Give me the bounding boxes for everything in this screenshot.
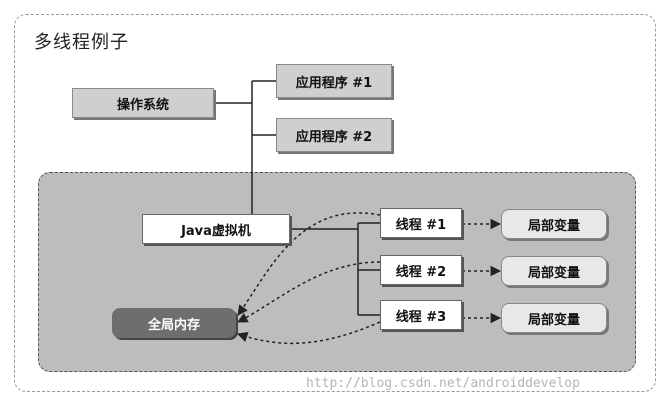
jvm-box: Java虚拟机 [142,214,290,244]
os-box: 操作系统 [72,88,214,118]
thread2-box: 线程 #2 [380,255,462,285]
thread1-memory-arrow [237,212,381,316]
global-memory-box: 全局内存 [112,308,236,338]
app2-box: 应用程序 #2 [276,118,392,152]
outer-frame [14,14,656,392]
thread3-box: 线程 #3 [380,300,462,330]
watermark-text: http://blog.csdn.net/androiddevelop [306,376,580,391]
app1-box: 应用程序 #1 [276,64,392,98]
local-var-box-3: 局部变量 [501,303,607,333]
thread3-memory-arrow [237,321,381,345]
local-var-box-1: 局部变量 [501,209,607,239]
thread2-memory-arrow [237,261,381,323]
thread1-box: 线程 #1 [380,208,462,238]
diagram-title: 多线程例子 [34,32,129,53]
local-var-box-2: 局部变量 [501,256,607,286]
